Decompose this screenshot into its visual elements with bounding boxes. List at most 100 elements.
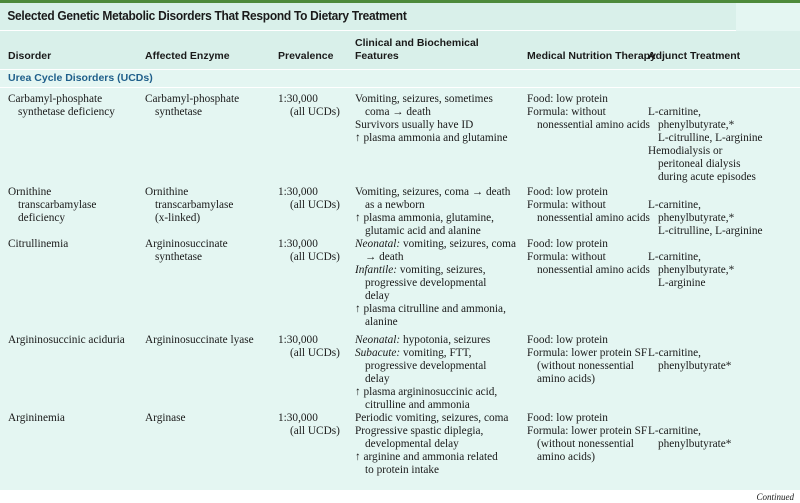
line-text: Argininosuccinic aciduria xyxy=(8,334,125,346)
line-text: L-carnitine, xyxy=(648,199,702,211)
line-text: transcarbamylase xyxy=(155,199,234,211)
cell-line: amino acids) xyxy=(527,373,647,386)
line-text: ↑ arginine and ammonia related xyxy=(355,451,498,463)
cell-line: phenylbutyrate,* xyxy=(648,212,763,225)
line-text: Argininosuccinate xyxy=(145,238,228,250)
cell-prevalence: 1:30,000(all UCDs) xyxy=(278,186,340,212)
cell-disorder: Argininemia xyxy=(8,412,65,425)
line-text: Formula: without xyxy=(527,251,606,263)
line-text: Food: low protein xyxy=(527,334,608,346)
cell-line: Formula: lower protein SF xyxy=(527,425,647,438)
emphasis-label: Neonatal: xyxy=(355,334,401,346)
line-text: progressive developmental xyxy=(365,360,487,372)
line-text: as a newborn xyxy=(365,199,425,211)
line-text: citrulline and ammonia xyxy=(365,399,470,411)
cell-line: Food: low protein xyxy=(527,412,647,425)
cell-line: ↑ plasma argininosuccinic acid, xyxy=(355,386,497,399)
line-text: Ornithine xyxy=(145,186,189,198)
cell-line: (without nonessential xyxy=(527,438,647,451)
cell-line: to protein intake xyxy=(355,464,508,477)
line-text: 1:30,000 xyxy=(278,186,318,198)
cell-line: transcarbamylase xyxy=(8,199,96,212)
emphasis-label: Subacute: xyxy=(355,347,401,359)
line-text: synthetase xyxy=(155,251,203,263)
line-text: glutamic acid and alanine xyxy=(365,225,481,237)
cell-line: Vomiting, seizures, sometimes xyxy=(355,93,507,106)
col-clinical-2: Features xyxy=(355,50,399,62)
cell-prevalence: 1:30,000(all UCDs) xyxy=(278,412,340,438)
cell-line: → death xyxy=(355,251,516,264)
cell-enzyme: Arginase xyxy=(145,412,186,425)
cell-line: 1:30,000 xyxy=(278,186,340,199)
cell-line: nonessential amino acids xyxy=(527,119,650,132)
col-mnt: Medical Nutrition Therapy xyxy=(527,50,656,62)
line-text: Vomiting, seizures, coma → death xyxy=(355,186,511,198)
line-text: Food: low protein xyxy=(527,93,608,105)
cell-prevalence: 1:30,000(all UCDs) xyxy=(278,93,340,119)
cell-line: Hemodialysis or xyxy=(648,145,763,158)
table-header: Disorder Affected Enzyme Prevalence Clin… xyxy=(0,31,800,69)
line-text: L-citrulline, L-arginine xyxy=(658,225,763,237)
line-text: deficiency xyxy=(18,212,66,224)
line-text: Carbamyl-phosphate xyxy=(8,93,103,105)
line-text: developmental delay xyxy=(365,438,459,450)
continued-label: Continued xyxy=(756,492,795,502)
cell-line: Subacute: vomiting, FTT, xyxy=(355,347,497,360)
cell-line: phenylbutyrate* xyxy=(648,438,731,451)
cell-line: 1:30,000 xyxy=(278,412,340,425)
line-text: phenylbutyrate* xyxy=(658,360,732,372)
line-text: Hemodialysis or xyxy=(648,145,723,157)
cell-line: transcarbamylase xyxy=(145,199,233,212)
line-text: L-carnitine, xyxy=(648,251,702,263)
cell-line: alanine xyxy=(355,316,516,329)
line-text: hypotonia, seizures xyxy=(400,334,491,346)
line-text: amino acids) xyxy=(537,451,596,463)
cell-line: Argininemia xyxy=(8,412,65,425)
cell-line: phenylbutyrate* xyxy=(648,360,731,373)
line-text: Formula: lower protein SF xyxy=(527,425,648,437)
cell-line: L-carnitine, xyxy=(648,347,731,360)
cell-adjunct: L-carnitine,phenylbutyrate,*L-citrulline… xyxy=(648,106,763,184)
cell-line: coma → death xyxy=(355,106,507,119)
line-text: Citrullinemia xyxy=(8,238,69,250)
cell-line: citrulline and ammonia xyxy=(355,399,497,412)
cell-enzyme: Argininosuccinate lyase xyxy=(145,334,254,347)
line-text: nonessential amino acids xyxy=(537,119,650,131)
line-text: delay xyxy=(365,373,390,385)
cell-line: Ornithine xyxy=(145,186,233,199)
disorders-table: Selected Genetic Metabolic Disorders Tha… xyxy=(0,0,800,490)
cell-line: Survivors usually have ID xyxy=(355,119,507,132)
line-text: ↑ plasma argininosuccinic acid, xyxy=(355,386,498,398)
cell-line: as a newborn xyxy=(355,199,510,212)
line-text: progressive developmental xyxy=(365,277,487,289)
line-text: phenylbutyrate,* xyxy=(658,264,735,276)
cell-line: phenylbutyrate,* xyxy=(648,264,734,277)
line-text: nonessential amino acids xyxy=(537,264,650,276)
cell-line: ↑ plasma citrulline and ammonia, xyxy=(355,303,516,316)
cell-line: 1:30,000 xyxy=(278,238,340,251)
cell-line: L-carnitine, xyxy=(648,106,763,119)
line-text: Food: low protein xyxy=(527,238,608,250)
line-text: nonessential amino acids xyxy=(537,212,650,224)
cell-line: (all UCDs) xyxy=(278,199,340,212)
line-text: synthetase deficiency xyxy=(18,106,115,118)
line-text: (all UCDs) xyxy=(290,425,340,437)
line-text: Survivors usually have ID xyxy=(355,119,474,131)
line-text: Food: low protein xyxy=(527,412,608,424)
cell-adjunct: L-carnitine,phenylbutyrate* xyxy=(648,347,731,373)
cell-line: (without nonessential xyxy=(527,360,647,373)
cell-line: nonessential amino acids xyxy=(527,264,650,277)
cell-line: Arginase xyxy=(145,412,186,425)
line-text: delay xyxy=(365,290,390,302)
